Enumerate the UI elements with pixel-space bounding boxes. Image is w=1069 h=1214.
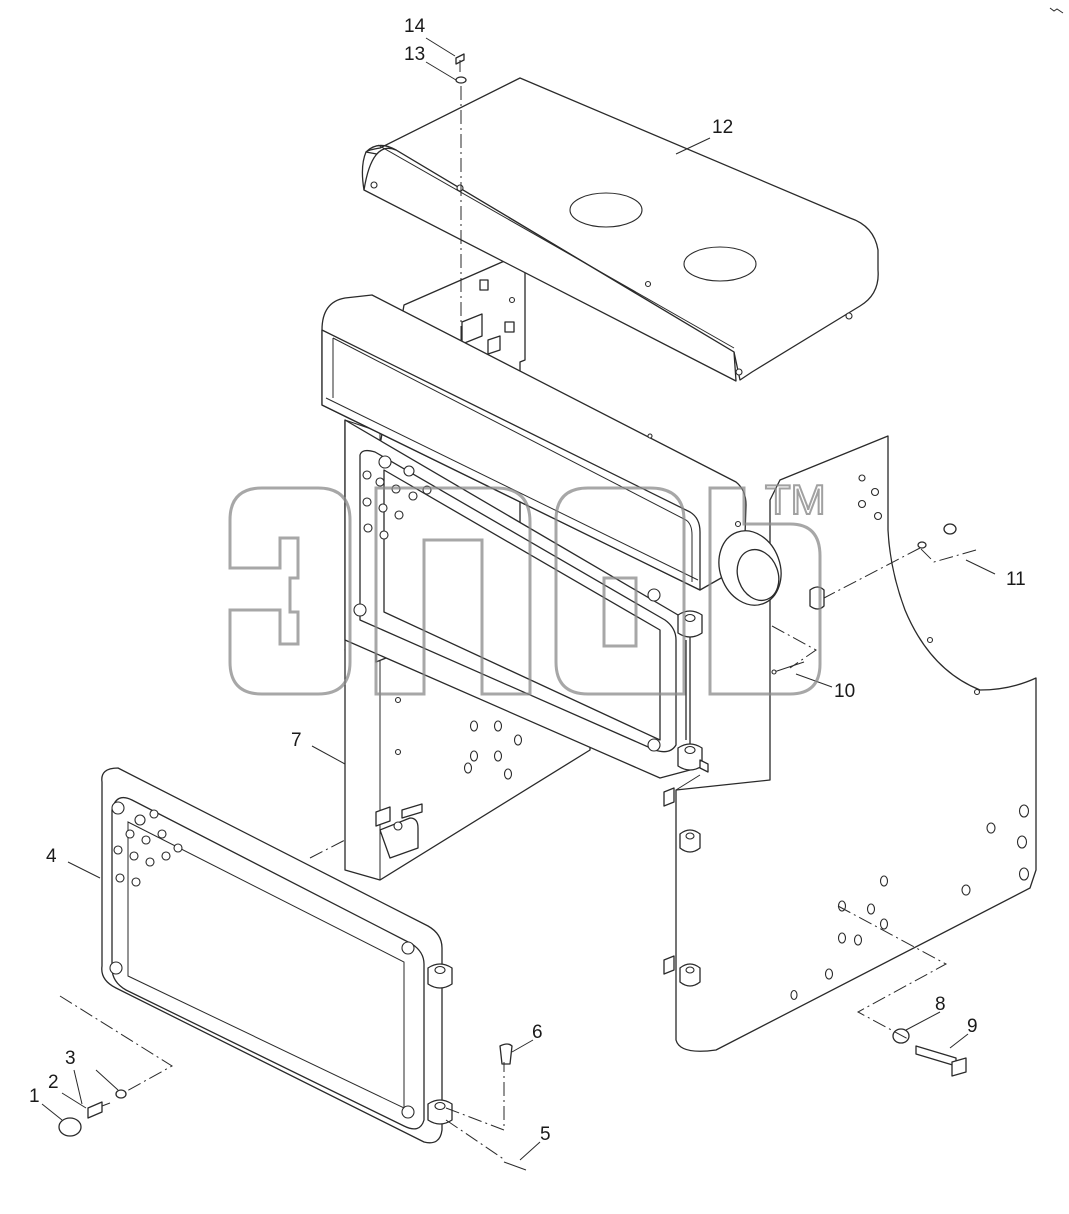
callout-11: 11 [1006,569,1026,590]
watermark: TM [228,475,827,696]
top-housing [321,294,782,606]
front-frame [344,419,709,779]
callout-2: 2 [48,1072,59,1093]
callout-14: 14 [404,16,426,37]
callout-5: 5 [540,1124,551,1145]
callout-12: 12 [712,117,733,138]
corner-mark [1049,7,1064,14]
callout-9: 9 [967,1016,978,1037]
hardware [58,53,967,1171]
callout-7: 7 [291,730,302,751]
callout-4: 4 [46,846,57,867]
callout-8: 8 [935,994,946,1015]
callout-3: 3 [65,1048,76,1069]
trademark-text: TM [765,476,826,523]
assembly-lines [59,86,977,1161]
callouts: 14 13 12 11 10 7 4 3 2 1 6 5 8 9 [29,16,1026,1145]
callout-13: 13 [404,44,425,65]
callout-1: 1 [29,1086,40,1107]
callout-6: 6 [532,1022,543,1043]
leader-lines [41,37,996,1161]
top-cover [361,77,879,382]
access-plate [101,767,453,1144]
callout-10: 10 [834,681,855,702]
side-panel [663,435,1037,1052]
